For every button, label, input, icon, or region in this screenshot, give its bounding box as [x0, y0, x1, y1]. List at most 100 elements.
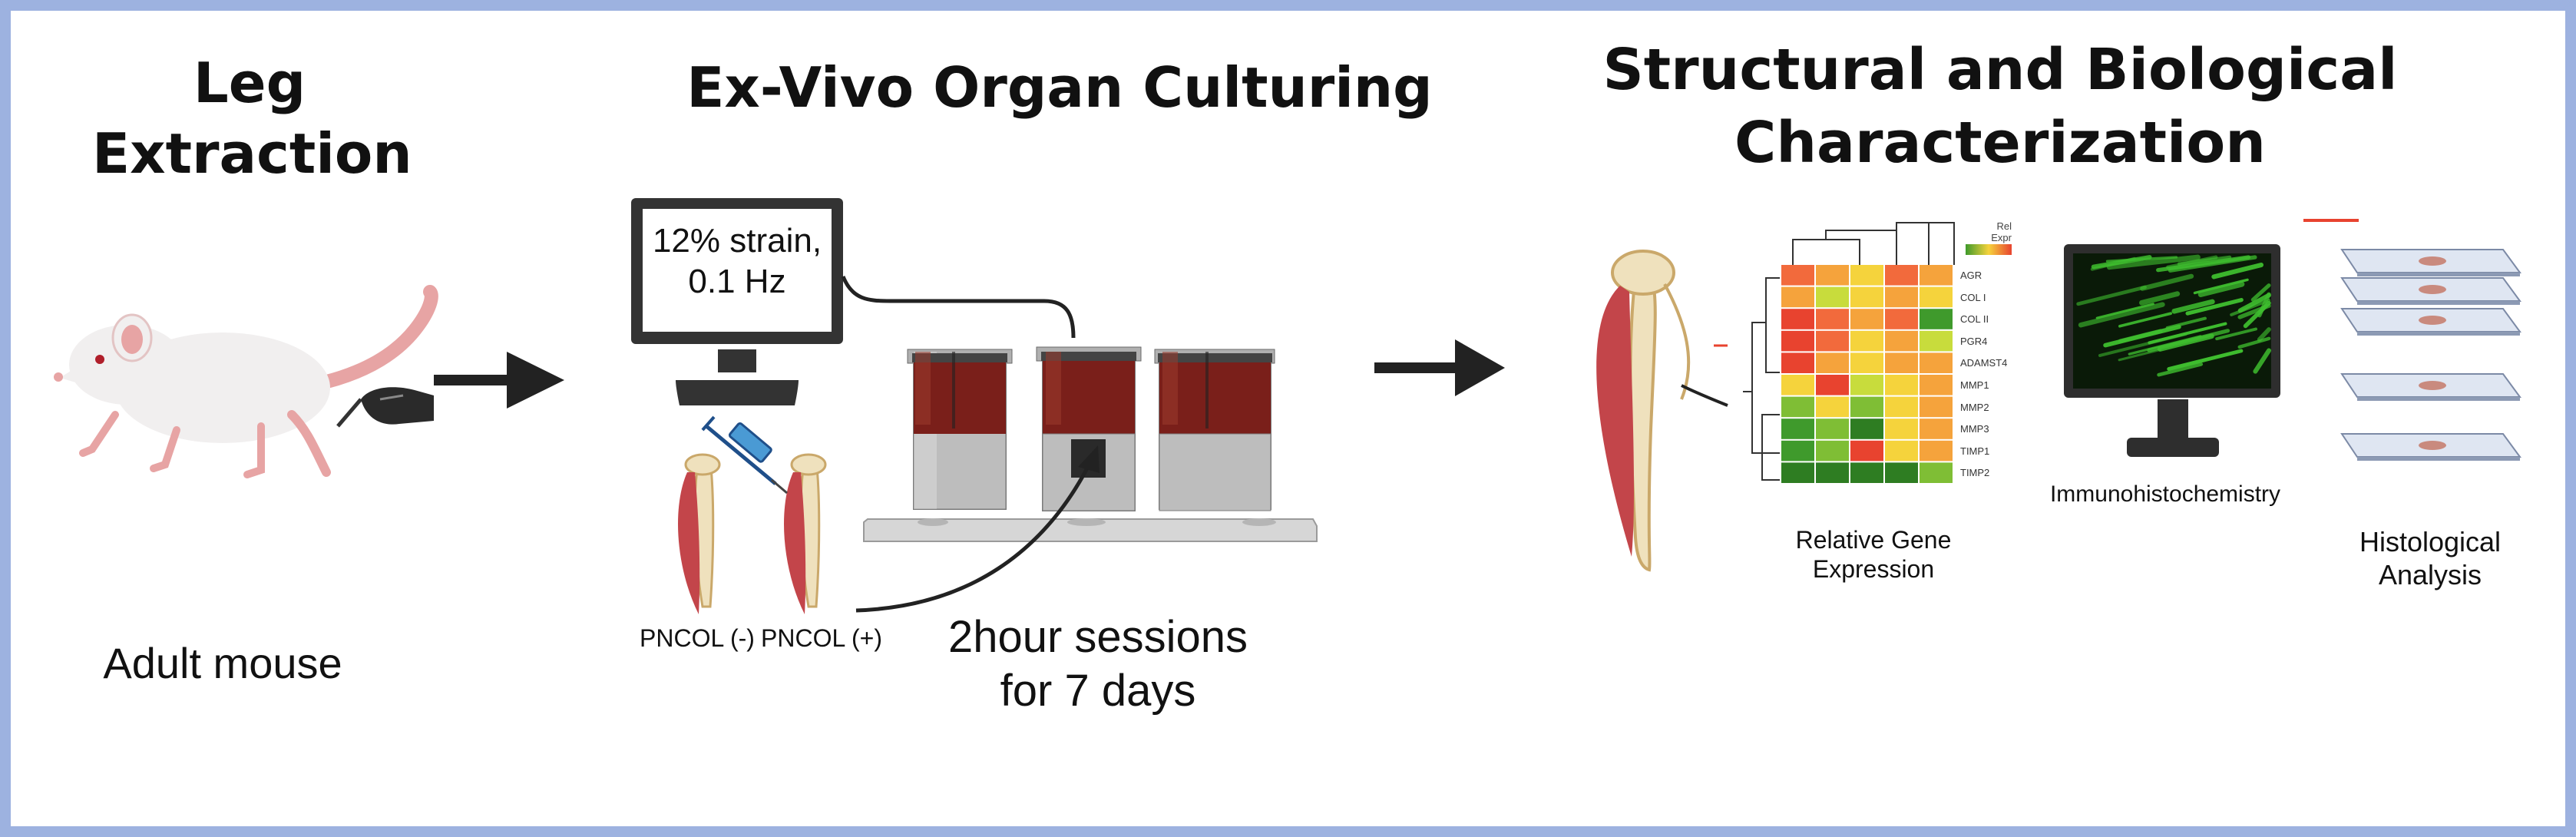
fluorescent-fiber — [2156, 255, 2251, 273]
gene-expression-heatmap — [1743, 222, 1955, 481]
heatmap-cell — [1920, 309, 1953, 329]
fluorescent-fiber — [2105, 256, 2178, 263]
heatmap-cell — [1781, 418, 1814, 439]
heatmap-cell — [1850, 375, 1883, 395]
fluorescent-fiber — [2250, 283, 2271, 302]
fluorescent-fiber — [2098, 332, 2187, 357]
title-leg-extraction: Leg Extraction — [92, 48, 412, 189]
strain-monitor — [631, 198, 1076, 405]
fluorescent-fiber — [2103, 324, 2181, 348]
heatmap-cell — [1816, 396, 1849, 418]
heatmap-cell — [1816, 330, 1849, 352]
heatmap-cell — [1920, 352, 1953, 373]
heatmap-cell — [1816, 265, 1849, 286]
fluorescent-fiber — [2118, 348, 2162, 362]
fluorescent-fiber — [2237, 336, 2271, 349]
slide-edge — [2357, 457, 2520, 461]
heatmap-gene-label: ADAMST4 — [1960, 357, 2008, 369]
ihc-label: Immunohistochemistry — [2049, 481, 2281, 507]
heatmap-cell — [1885, 309, 1918, 329]
fluorescent-fiber — [2078, 302, 2165, 328]
arrow-1 — [434, 352, 564, 409]
slide-edge — [2357, 301, 2520, 305]
fluorescent-fiber — [2237, 293, 2271, 313]
heatmap-gene-label: MMP1 — [1960, 379, 1989, 391]
heatmap-cells — [1781, 265, 1953, 483]
heatmap-cell — [1781, 462, 1814, 483]
arrow-2 — [1374, 339, 1505, 396]
sessions-label: 2hour sessions for 7 days — [947, 612, 1248, 716]
fluorescent-fiber — [2193, 278, 2249, 295]
heatmap-cell — [1816, 418, 1849, 439]
fluorescent-fiber — [2106, 254, 2201, 270]
heatmap-cell — [1850, 352, 1883, 373]
heatmap-gene-label: TIMP1 — [1960, 445, 1990, 457]
heatmap-cell — [1850, 265, 1883, 286]
heatmap-cell — [1781, 309, 1814, 329]
heatmap-cell — [1781, 265, 1814, 286]
heatmap-gene-label: MMP2 — [1960, 401, 1989, 413]
tendon-muscle-leg — [1596, 250, 1728, 572]
tissue-section — [2419, 316, 2446, 325]
slide-edge — [2357, 397, 2520, 401]
fluorescent-fiber — [2140, 273, 2194, 291]
fluorescent-fiber — [2095, 303, 2154, 319]
heatmap-cell — [1885, 265, 1918, 286]
heatmap-cell — [1781, 286, 1814, 308]
heatmap-gene-label: TIMP2 — [1960, 467, 1990, 479]
title-ex-vivo-culturing: Ex-Vivo Organ Culturing — [686, 55, 1433, 120]
histology-label: Histological Analysis — [2359, 526, 2502, 591]
slide-edge — [2357, 273, 2520, 276]
heatmap-cell — [1816, 440, 1849, 462]
gene-expression-label: Relative Gene Expression — [1795, 526, 1952, 584]
tissue-section — [2419, 285, 2446, 294]
heatmap-gene-label: MMP3 — [1960, 423, 1989, 435]
tissue-section — [2419, 256, 2446, 266]
heatmap-cell — [1850, 309, 1883, 329]
fluorescent-fiber — [2253, 348, 2271, 374]
heatmap-cell — [1885, 330, 1918, 352]
heatmap-cell — [1920, 418, 1953, 439]
gloved-hand-scalpel — [336, 387, 434, 428]
heatmap-gene-label: COL I — [1960, 291, 1986, 303]
heatmap-cell — [1816, 352, 1849, 373]
heatmap-cell — [1816, 462, 1849, 483]
strain-readout: 12% strain, 0.1 Hz — [652, 222, 822, 300]
heatmap-cell — [1816, 309, 1849, 329]
heatmap-cell — [1816, 375, 1849, 395]
heatmap-gene-label: AGR — [1960, 270, 1982, 281]
heatmap-cell — [1920, 440, 1953, 462]
heatmap-cell — [1781, 396, 1814, 418]
heatmap-cell — [1885, 352, 1918, 373]
heatmap-cell — [1850, 418, 1883, 439]
heatmap-cell — [1885, 418, 1918, 439]
fluorescent-fiber — [2215, 327, 2257, 341]
pncol-neg-label: PNCOL (-) — [640, 624, 755, 652]
heatmap-cell — [1920, 286, 1953, 308]
heatmap-cell — [1920, 330, 1953, 352]
heatmap-cell — [1781, 352, 1814, 373]
heatmap-cell — [1850, 462, 1883, 483]
heatmap-legend-bar — [1966, 244, 2012, 255]
fluorescent-fiber — [2243, 300, 2271, 329]
heatmap-cell — [1885, 375, 1918, 395]
heatmap-cell — [1885, 396, 1918, 418]
slide-edge — [2357, 332, 2520, 336]
fluorescent-fiber — [2147, 329, 2230, 352]
fluorescent-fiber — [2171, 299, 2215, 314]
tissue-section — [2419, 381, 2446, 390]
fluorescent-fiber — [2185, 298, 2244, 316]
heatmap-cell — [1920, 396, 1953, 418]
ihc-fluorescence-image — [2076, 254, 2271, 377]
fluorescent-fiber — [2257, 327, 2271, 342]
pncol-pos-label: PNCOL (+) — [761, 624, 882, 652]
heatmap-legend-title: Rel Expr — [1991, 220, 2012, 243]
title-leg-extraction-text: Leg Extraction — [92, 51, 412, 187]
adult-mouse-label: Adult mouse — [103, 639, 342, 687]
heatmap-gene-label: COL II — [1960, 313, 1989, 326]
fluorescent-fiber — [2090, 256, 2136, 271]
tissue-section — [2419, 441, 2446, 450]
fluorescent-fiber — [2118, 312, 2173, 328]
heatmap-gene-label: PGR4 — [1960, 335, 1988, 347]
title-characterization: Structural and Biological Characterizati… — [1602, 37, 2398, 176]
